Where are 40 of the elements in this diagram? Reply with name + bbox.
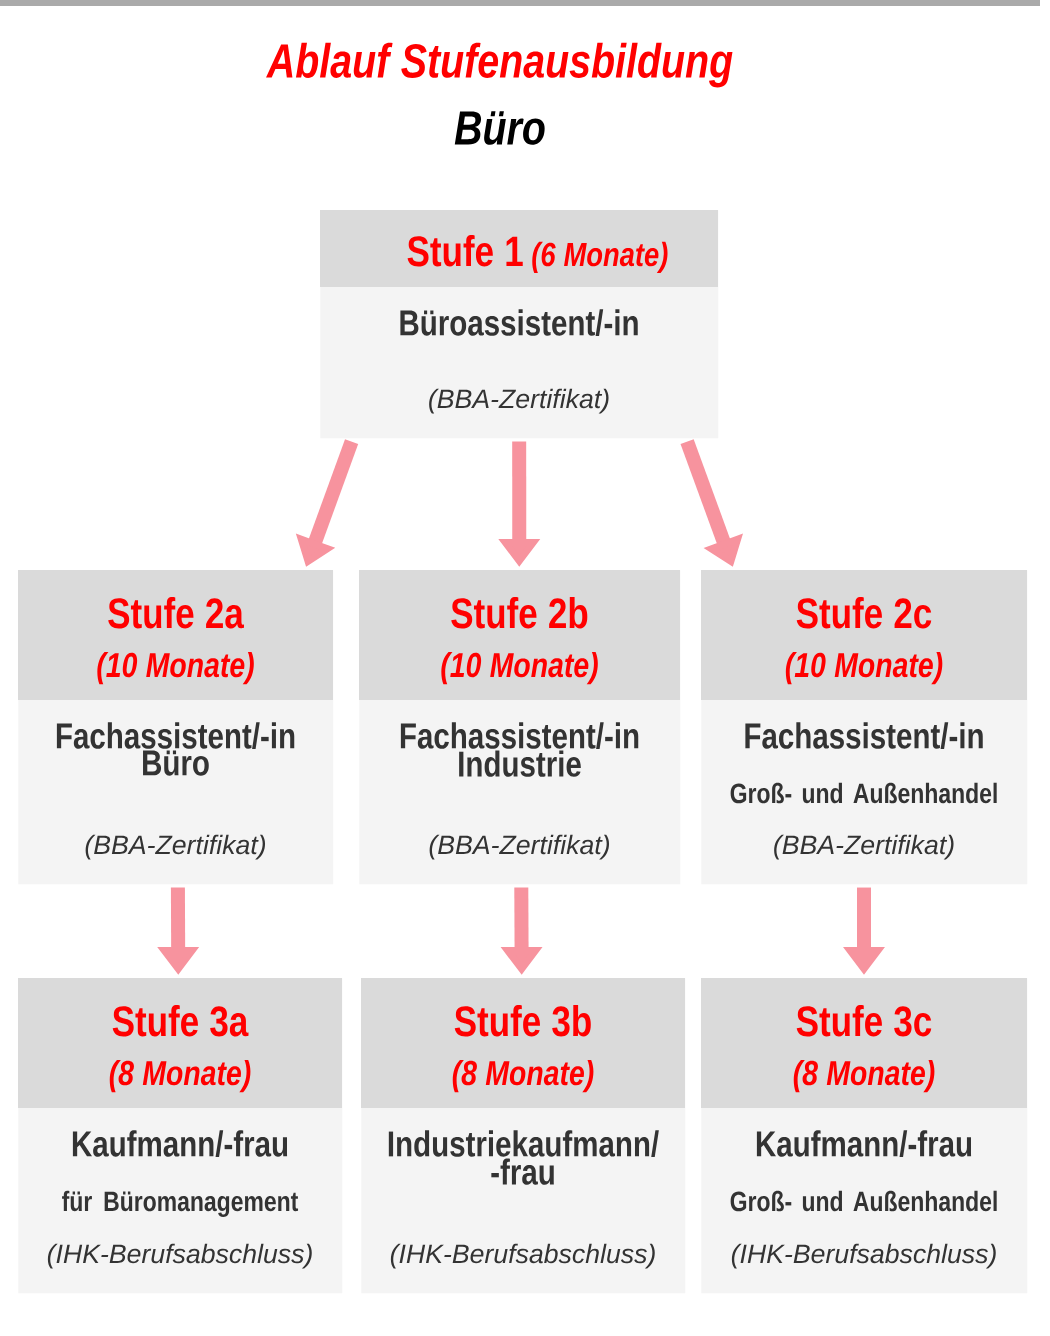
certificate-label: (BBA-Zertifikat) — [429, 388, 609, 414]
job-title: Industriekaufmann/ -frau — [388, 1130, 659, 1185]
stage-heading: Stufe 2b — [451, 597, 588, 629]
stage-card — [701, 978, 1028, 1294]
certificate-label: (BBA-Zertifikat) — [774, 834, 954, 860]
stage-card — [359, 570, 681, 885]
stage-card — [18, 570, 334, 885]
stage-card — [361, 978, 686, 1294]
duration-label: (10 Monate) — [441, 651, 598, 685]
job-title: Fachassistent/-in Industrie — [400, 722, 639, 777]
stage-card — [18, 978, 343, 1294]
duration-label: (8 Monate) — [109, 1059, 251, 1093]
stage-card — [320, 210, 719, 439]
specialization: Groß- und Außenhandel — [730, 1190, 997, 1212]
duration-label: (8 Monate) — [452, 1059, 594, 1093]
stage-heading: Stufe 2c — [796, 597, 932, 629]
specialization: Groß- und Außenhandel — [730, 782, 997, 804]
certificate-label: (BBA-Zertifikat) — [429, 834, 610, 860]
duration-label: (8 Monate) — [793, 1059, 935, 1093]
certificate-label: (IHK-Berufsabschluss) — [731, 1243, 996, 1269]
stage-heading: Stufe 2a — [108, 597, 244, 629]
job-title: Kaufmann/-frau — [72, 1130, 288, 1158]
certificate-label: (BBA-Zertifikat) — [85, 834, 266, 860]
job-title: Fachassistent/-in Büro — [56, 722, 295, 776]
stage-card — [701, 570, 1028, 885]
job-title: Büroassistent/-in — [400, 309, 638, 337]
duration-label: (10 Monate) — [97, 651, 254, 685]
stage-heading: Stufe 1 — [407, 235, 523, 267]
title: Ablauf Stufenausbildung — [266, 42, 733, 88]
job-title: Fachassistent/-in — [745, 722, 983, 750]
stage-heading: Stufe 3b — [454, 1005, 591, 1037]
certificate-label: (IHK-Berufsabschluss) — [47, 1243, 312, 1269]
job-title: Kaufmann/-frau — [756, 1130, 972, 1158]
subtitle: Büro — [454, 111, 545, 145]
certificate-label: (IHK-Berufsabschluss) — [390, 1243, 655, 1269]
duration-label: (6 Monate) — [532, 241, 668, 273]
duration-label: (10 Monate) — [785, 651, 943, 685]
specialization: für Büromanagement — [62, 1190, 299, 1217]
stage-heading: Stufe 3a — [112, 1005, 249, 1037]
stage-heading: Stufe 3c — [796, 1005, 932, 1037]
